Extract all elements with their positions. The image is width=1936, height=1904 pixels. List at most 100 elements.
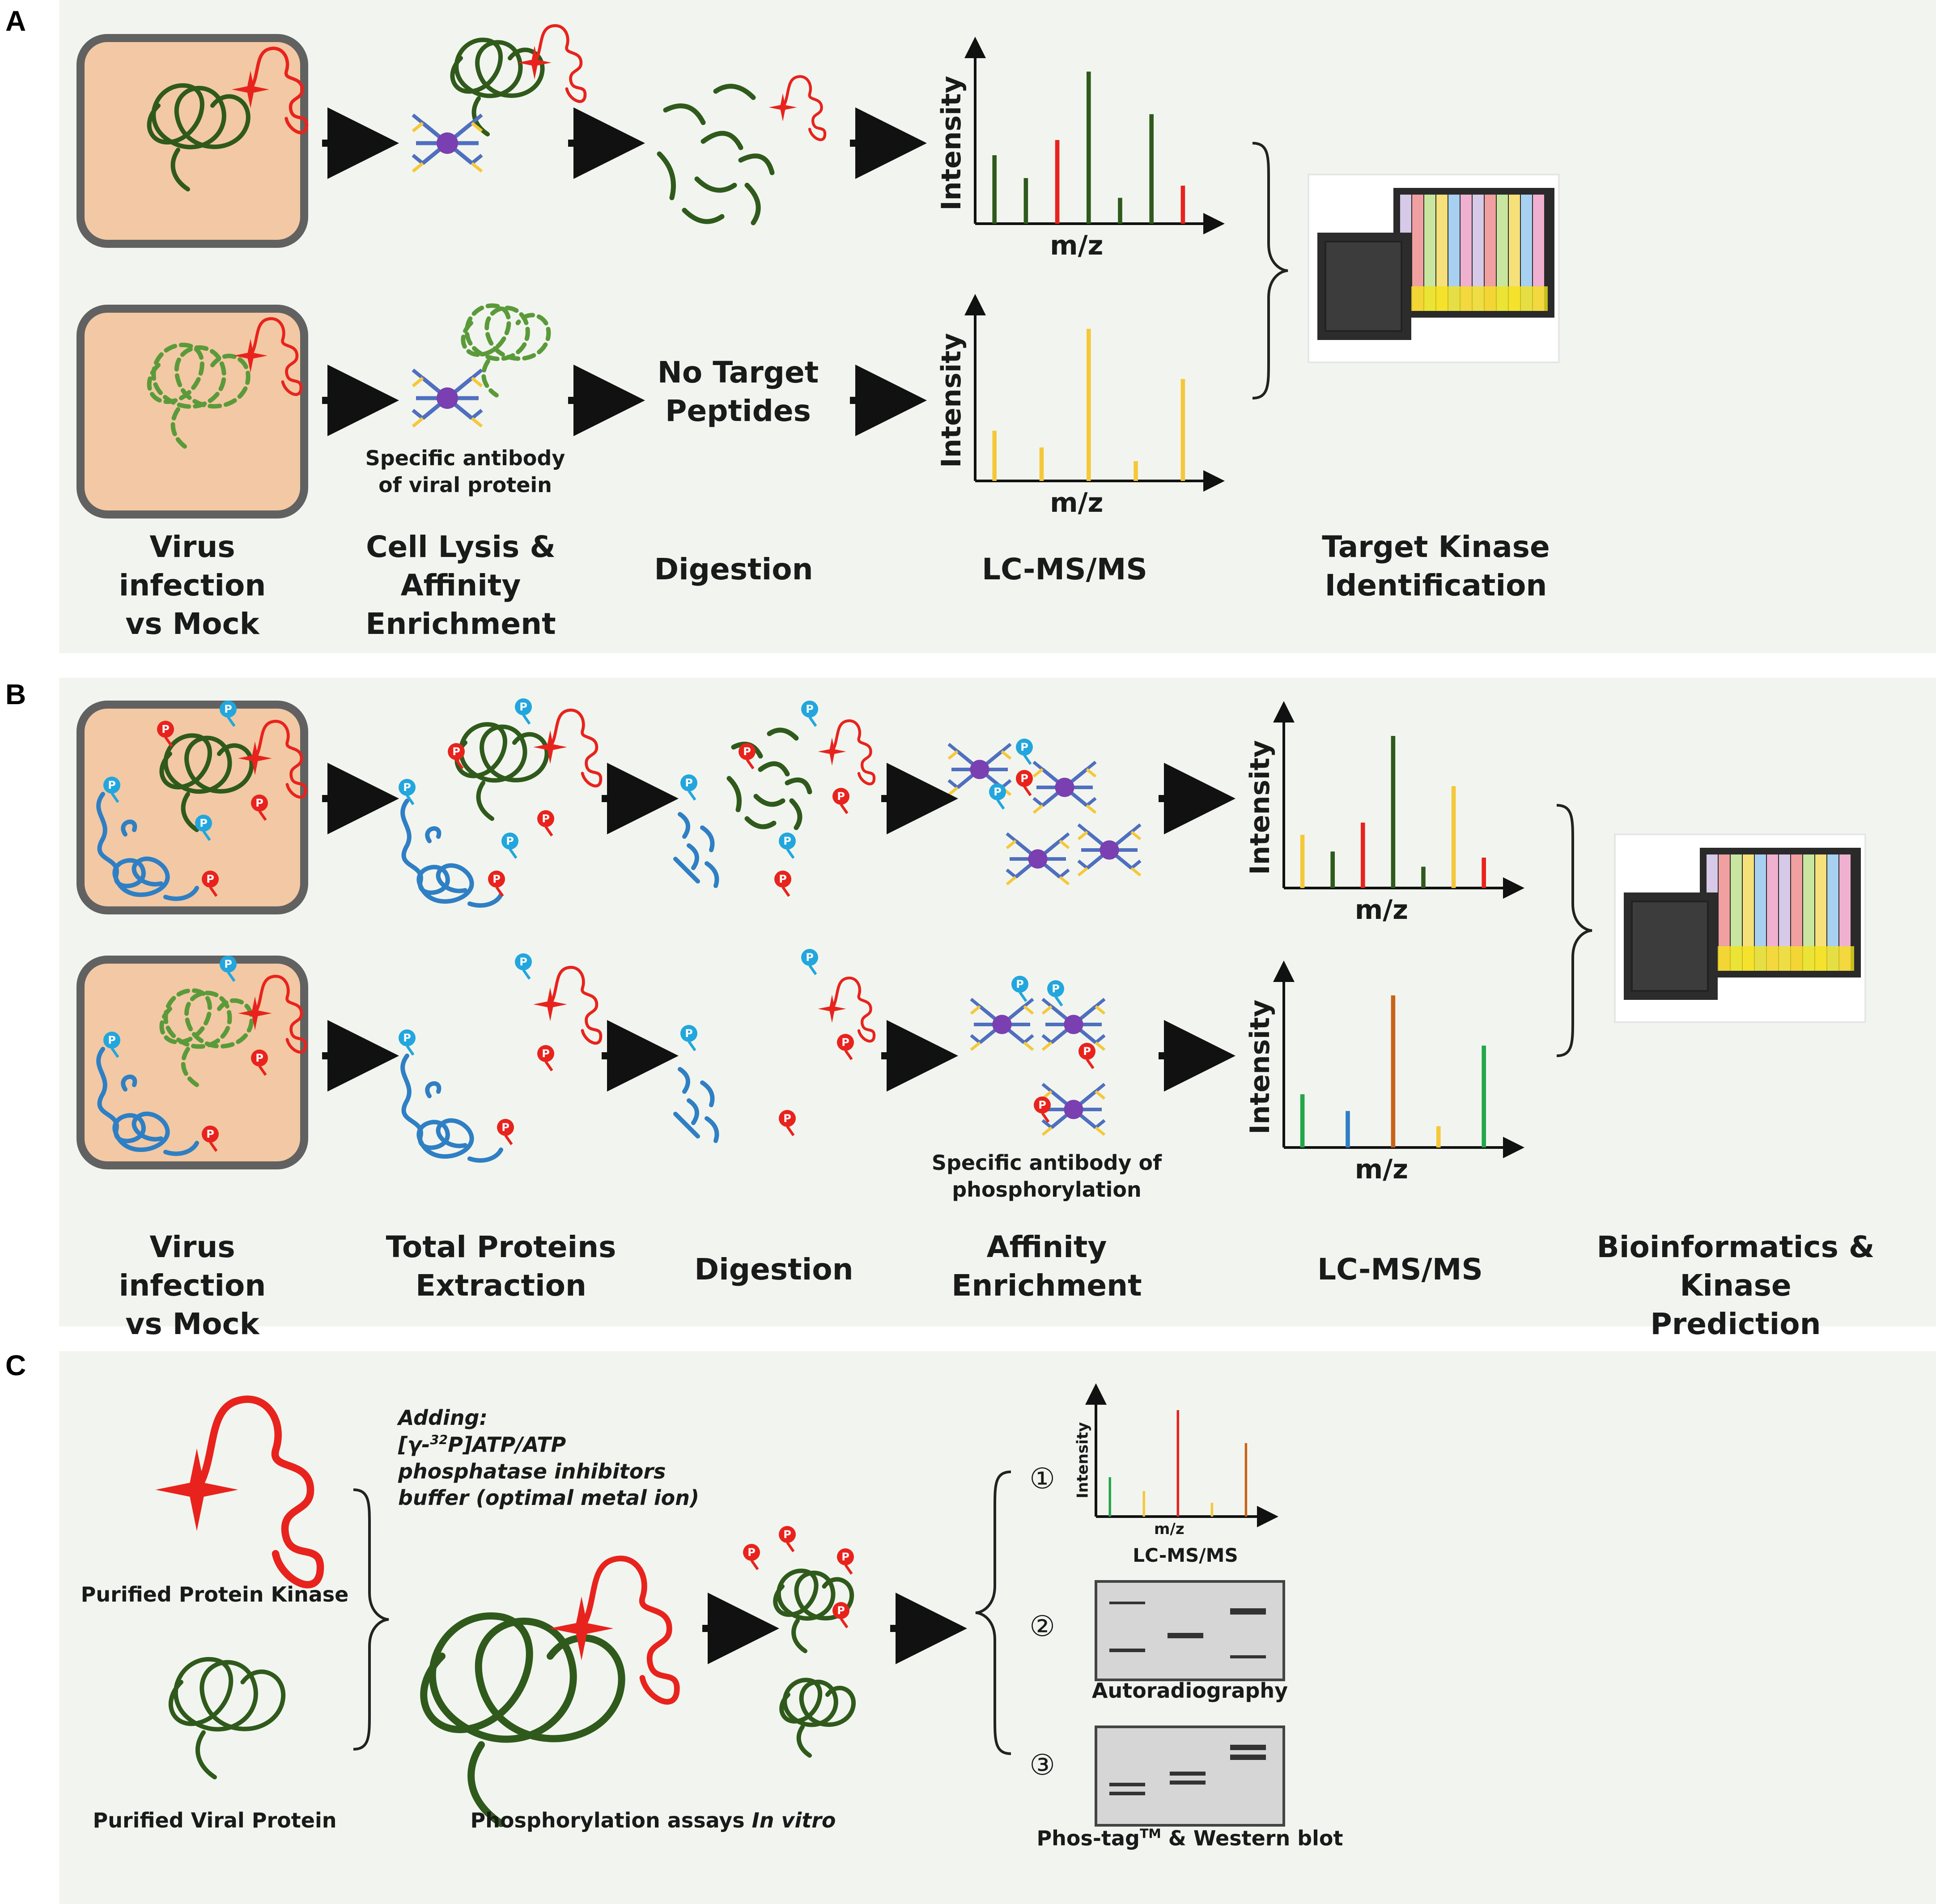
antibody-bead-icon	[1028, 849, 1048, 869]
phospho-symbol: P	[841, 1036, 849, 1049]
y-axis-label: Intensity	[1244, 740, 1276, 875]
phospho-symbol: P	[255, 1052, 263, 1064]
phospho-symbol: P	[1038, 1099, 1046, 1111]
antibody-tip	[1059, 876, 1070, 886]
antibody-tip	[1001, 750, 1012, 760]
antibody-tip	[1032, 761, 1044, 771]
kinase-star-icon	[533, 987, 567, 1021]
phospho-circle	[837, 1034, 854, 1051]
phospho-group-icon: P	[220, 956, 237, 982]
antibody-tip	[1077, 867, 1088, 877]
antibody-tip	[1077, 831, 1088, 841]
process-arrows	[322, 107, 1235, 1664]
caption-a-lcmsms: LC-MS/MS	[982, 552, 1147, 586]
phospho-circle	[801, 949, 818, 966]
antibody-tip	[1041, 1041, 1053, 1051]
antibody-tip	[1041, 1083, 1053, 1093]
phospho-group-icon: P	[157, 721, 174, 747]
host-fragment	[705, 1116, 719, 1143]
antibody-tip	[1006, 876, 1017, 886]
antibody-tip	[1059, 840, 1070, 850]
antibody-tip	[1059, 868, 1070, 879]
kinase-a-infected	[232, 47, 309, 135]
antibody-tip	[947, 786, 959, 796]
phospho-circle	[220, 956, 237, 973]
peptide-fragment	[789, 798, 802, 830]
phospho-stem	[781, 886, 790, 897]
phospho-symbol: P	[1016, 978, 1024, 990]
method-number-2: ②	[1029, 1610, 1055, 1643]
phospho-group-icon: P	[515, 953, 532, 980]
phospho-stem	[746, 759, 755, 769]
cell-box-a-mock	[76, 305, 308, 518]
phospho-stem	[1086, 1058, 1095, 1069]
antibody-tip	[471, 377, 483, 387]
purified-kinase	[155, 1395, 324, 1589]
phospho-stem	[750, 1560, 759, 1570]
host-fragment	[705, 861, 719, 888]
kinase-peptides-a	[768, 75, 827, 141]
panel-a-label: A	[5, 5, 26, 37]
host-fragment	[687, 843, 699, 870]
antibody-a-bottom	[412, 368, 483, 428]
gel-band	[1109, 1602, 1145, 1604]
phospho-symbol: P	[519, 956, 527, 968]
phospho-circle	[779, 833, 796, 850]
phospho-symbol: P	[779, 873, 787, 885]
antibody-a-top	[412, 113, 483, 173]
phospho-circle	[501, 833, 518, 850]
gel-band	[1109, 1792, 1145, 1795]
phospho-group-icon: P	[220, 701, 237, 727]
computer-icons	[1308, 174, 1866, 1023]
antibody-tip	[970, 1034, 981, 1044]
phospho-circle	[1047, 980, 1064, 997]
phospho-circle	[220, 701, 237, 718]
kinase-star-icon	[768, 93, 797, 122]
antibody-tip	[1023, 1005, 1034, 1015]
kinase-chain	[533, 24, 587, 103]
antibody-tip	[1006, 868, 1017, 879]
phospho-stem	[688, 790, 696, 801]
antibody-bead-icon	[1064, 1100, 1083, 1119]
assay-kinase	[549, 1556, 680, 1705]
gel-band	[1230, 1745, 1266, 1750]
kinase-star-icon	[155, 1448, 238, 1531]
method-number-1: ①	[1029, 1462, 1055, 1496]
antibody-bead-icon	[1055, 778, 1074, 797]
antibody-tip	[947, 743, 959, 753]
kinase-a-bound	[518, 24, 587, 103]
kinase-star-icon	[818, 737, 846, 766]
phospho-symbol: P	[993, 786, 1002, 798]
caption-b-lcmsms: LC-MS/MS	[1317, 1252, 1483, 1287]
viral-protein-b-mock	[159, 988, 254, 1087]
phospho-group-icon: P	[779, 1526, 796, 1552]
antibody-tip	[1086, 797, 1097, 807]
x-axis-label: m/z	[1050, 487, 1103, 518]
phospho-circle	[832, 1602, 849, 1619]
phospho-group-icon: P	[202, 1126, 219, 1152]
brace-a	[1252, 142, 1288, 400]
phospho-symbol: P	[685, 777, 693, 789]
monitor-highlight	[1707, 946, 1854, 971]
phospho-stem	[522, 969, 531, 980]
phospho-stem	[509, 848, 518, 859]
phospho-stem	[840, 1618, 849, 1628]
phospho-symbol: P	[743, 745, 751, 758]
phospho-stem	[844, 1564, 853, 1575]
phospho-circle	[779, 1110, 796, 1127]
kinase-chain	[249, 317, 303, 396]
phospho-group-icon: P	[832, 1602, 849, 1628]
phospho-stem	[1023, 754, 1032, 765]
antibody-tip	[1041, 998, 1053, 1008]
antibody-tip	[1023, 1041, 1034, 1051]
antibody-tip	[412, 162, 424, 173]
kinase-chain	[249, 47, 309, 135]
phospho-circle	[801, 701, 818, 718]
phos-tag-gel	[1095, 1726, 1285, 1827]
antibody-bead-icon	[992, 1015, 1012, 1034]
gel-band	[1230, 1608, 1266, 1615]
